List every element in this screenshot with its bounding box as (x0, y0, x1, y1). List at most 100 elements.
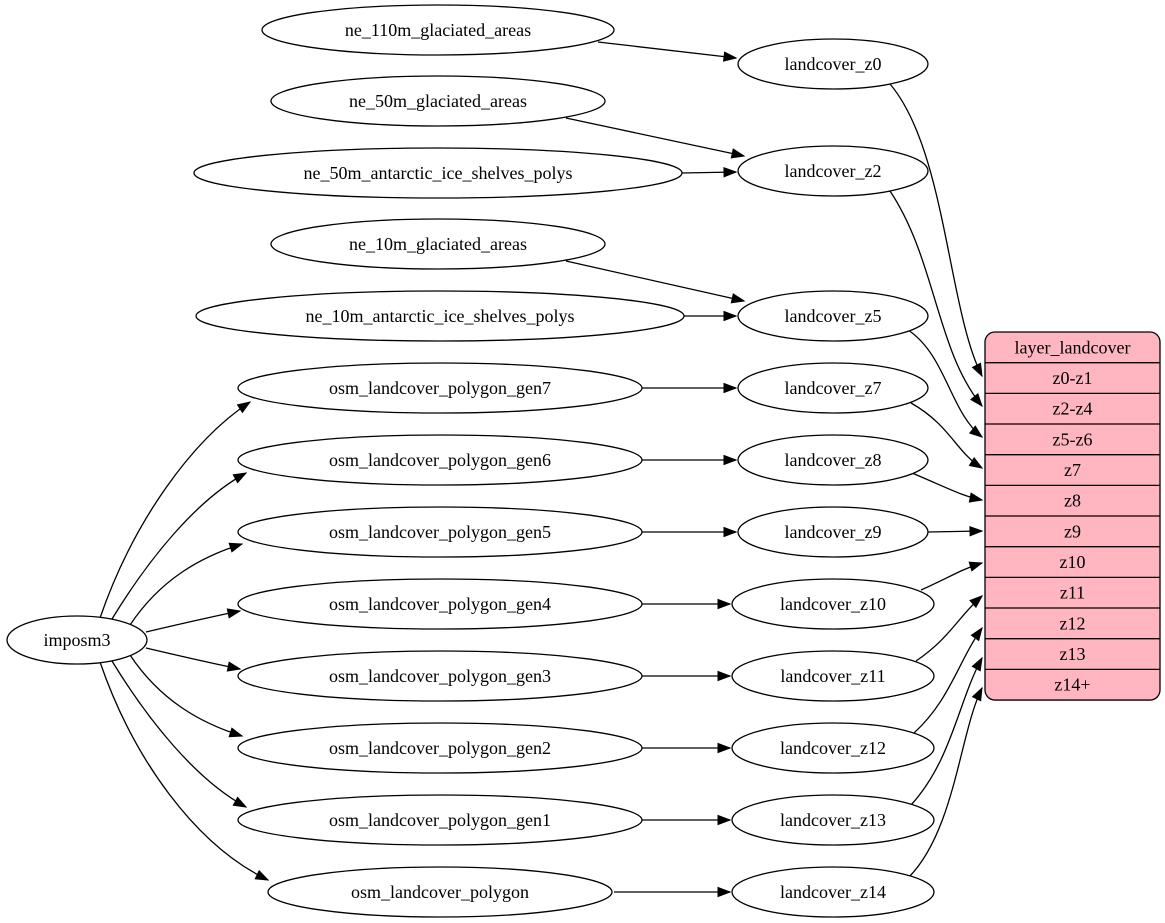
node-label-landcover_z0: landcover_z0 (785, 54, 882, 74)
node-ellipse (6, 615, 148, 665)
node-label-ne_10m_glaciated_areas: ne_10m_glaciated_areas (349, 234, 527, 254)
arrowhead-icon (717, 670, 732, 682)
edge-line (129, 654, 243, 737)
arrowhead-icon (232, 796, 248, 808)
node-landcover_z7: landcover_z7 (737, 362, 929, 414)
edge-ne_10m_antarctic_ice_shelves_polys-to-landcover_z5 (684, 310, 738, 322)
edge-ne_10m_glaciated_areas-to-landcover_z5 (565, 260, 746, 304)
node-osm_landcover_polygon_gen3: osm_landcover_polygon_gen3 (237, 650, 643, 702)
edge-line (889, 190, 983, 407)
edge-ne_50m_glaciated_areas-to-landcover_z2 (565, 117, 746, 159)
edge-osm_landcover_polygon_gen7-to-landcover_z7 (642, 382, 738, 394)
node-ellipse (237, 794, 643, 846)
arrowhead-icon (717, 598, 732, 610)
node-ne_10m_antarctic_ice_shelves_polys: ne_10m_antarctic_ice_shelves_polys (195, 290, 685, 342)
arrowhead-icon (968, 425, 984, 438)
edge-line (565, 117, 745, 157)
node-imposm3: imposm3 (6, 615, 148, 665)
node-ellipse (270, 218, 606, 270)
node-label-osm_landcover_polygon_gen4: osm_landcover_polygon_gen4 (329, 594, 551, 614)
arrowhead-icon (717, 742, 732, 754)
node-ellipse (731, 866, 935, 918)
node-ellipse (737, 362, 929, 414)
node-ellipse (237, 434, 643, 486)
arrowhead-icon (232, 472, 248, 484)
node-ellipse (237, 650, 643, 702)
node-ellipse (731, 794, 935, 846)
edge-line (99, 401, 251, 619)
edge-osm_landcover_polygon_gen2-to-landcover_z12 (642, 742, 732, 754)
arrowhead-icon (730, 148, 746, 159)
table-layer_landcover: layer_landcoverz0-z1z2-z4z5-z6z7z8z9z10z… (984, 331, 1161, 701)
arrowhead-icon (968, 457, 984, 469)
node-label-osm_landcover_polygon_gen7: osm_landcover_polygon_gen7 (329, 378, 551, 398)
table-row-z8: z8 (1064, 491, 1081, 511)
edge-landcover_z9-to-row_z9 (927, 526, 984, 537)
edge-landcover_z2-to-row_z2-z4 (889, 190, 983, 408)
arrowhead-icon (228, 727, 244, 738)
arrowhead-icon (723, 526, 738, 538)
node-label-ne_10m_antarctic_ice_shelves_polys: ne_10m_antarctic_ice_shelves_polys (306, 306, 575, 326)
arrowhead-icon (968, 561, 984, 572)
node-label-landcover_z12: landcover_z12 (780, 738, 886, 758)
arrowhead-icon (730, 293, 746, 304)
node-landcover_z0: landcover_z0 (737, 38, 929, 90)
edge-imposm3-to-osm_landcover_polygon_gen6 (111, 472, 248, 620)
arrowhead-icon (236, 401, 252, 414)
node-label-landcover_z14: landcover_z14 (780, 882, 886, 902)
node-label-landcover_z5: landcover_z5 (785, 306, 882, 326)
arrowhead-icon (969, 526, 984, 537)
edge-landcover_z10-to-row_z10 (920, 561, 984, 591)
node-ellipse (237, 506, 643, 558)
edge-landcover_z0-to-row_z0-z1 (889, 83, 983, 378)
node-landcover_z12: landcover_z12 (731, 722, 935, 774)
node-label-osm_landcover_polygon_gen6: osm_landcover_polygon_gen6 (329, 450, 551, 470)
table-row-z0-z1: z0-z1 (1053, 368, 1093, 388)
node-label-osm_landcover_polygon: osm_landcover_polygon (351, 882, 529, 902)
edge-osm_landcover_polygon_gen1-to-landcover_z13 (642, 814, 732, 826)
node-landcover_z9: landcover_z9 (737, 506, 929, 558)
edge-imposm3-to-osm_landcover_polygon_gen1 (111, 660, 248, 808)
node-label-osm_landcover_polygon_gen3: osm_landcover_polygon_gen3 (329, 666, 551, 686)
arrowhead-icon (722, 51, 738, 62)
edge-osm_landcover_polygon_gen3-to-landcover_z11 (642, 670, 732, 682)
node-ellipse (261, 4, 615, 56)
node-osm_landcover_polygon_gen6: osm_landcover_polygon_gen6 (237, 434, 643, 486)
edge-landcover_z12-to-row_z12 (913, 626, 983, 734)
edge-line (129, 543, 243, 626)
node-ellipse (737, 506, 929, 558)
arrowhead-icon (254, 869, 270, 881)
edge-line (913, 627, 983, 734)
edge-osm_landcover_polygon_gen4-to-landcover_z10 (642, 598, 732, 610)
node-osm_landcover_polygon_gen5: osm_landcover_polygon_gen5 (237, 506, 643, 558)
node-ellipse (731, 578, 935, 630)
edge-line (565, 260, 745, 302)
edge-landcover_z5-to-row_z5-z6 (907, 329, 984, 438)
node-ellipse (193, 147, 683, 199)
node-label-landcover_z9: landcover_z9 (785, 522, 882, 542)
edge-osm_landcover_polygon-to-landcover_z14 (614, 886, 732, 898)
node-ellipse (237, 578, 643, 630)
arrowhead-icon (971, 656, 983, 672)
edge-landcover_z7-to-row_z7 (910, 402, 984, 469)
arrowhead-icon (226, 661, 242, 672)
node-ellipse (737, 434, 929, 486)
edge-line (910, 657, 983, 806)
arrowhead-icon (723, 382, 738, 394)
table-row-z11: z11 (1060, 583, 1085, 603)
node-label-landcover_z8: landcover_z8 (785, 450, 882, 470)
node-ellipse (737, 145, 929, 197)
node-landcover_z2: landcover_z2 (737, 145, 929, 197)
edge-line (908, 687, 983, 878)
arrowhead-icon (970, 393, 983, 408)
node-ellipse (737, 38, 929, 90)
node-label-landcover_z11: landcover_z11 (780, 666, 885, 686)
node-label-landcover_z7: landcover_z7 (785, 378, 882, 398)
arrowhead-icon (968, 492, 984, 503)
node-label-ne_110m_glaciated_areas: ne_110m_glaciated_areas (345, 20, 531, 40)
arrowhead-icon (226, 608, 242, 619)
node-ellipse (237, 362, 643, 414)
node-landcover_z10: landcover_z10 (731, 578, 935, 630)
